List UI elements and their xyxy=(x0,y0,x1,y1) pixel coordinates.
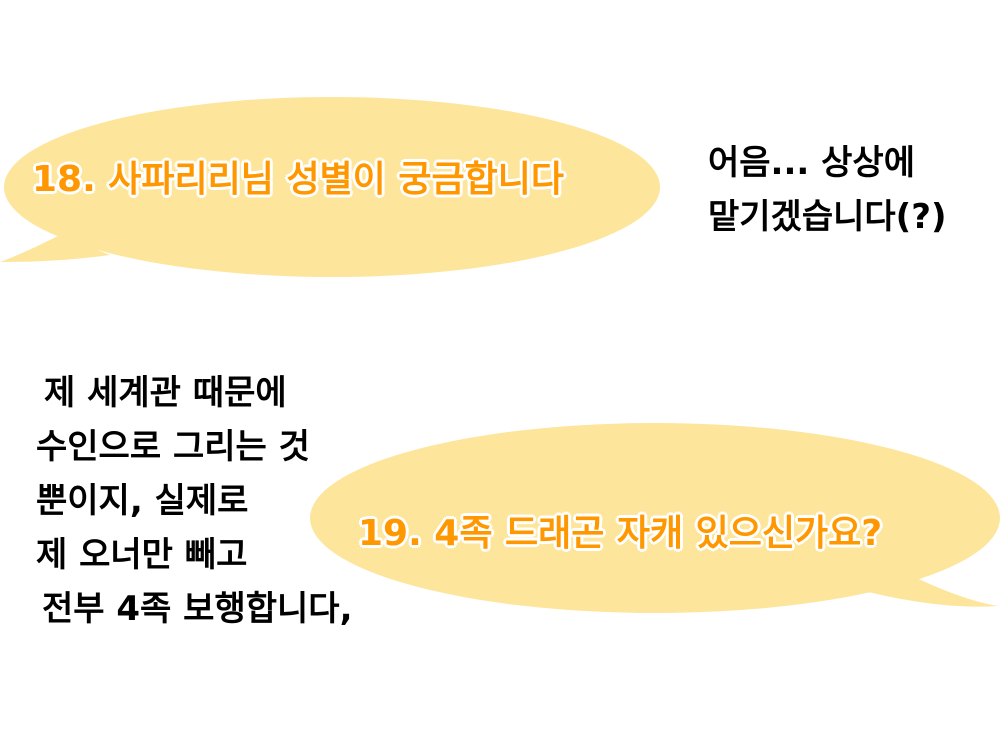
answer-18-line: 맡기겠습니다(?) xyxy=(708,197,947,237)
answer-19-line: 뿐이지, 실제로 xyxy=(36,481,249,521)
speech-bubble-q18 xyxy=(0,97,660,277)
answer-19-line: 수인으로 그리는 것 xyxy=(36,427,310,467)
answer-19-line: 전부 4족 보행합니다, xyxy=(42,589,353,629)
speech-bubble-q19 xyxy=(310,423,1000,613)
question-18: 18. 사파리리님 성별이 궁금합니다 xyxy=(32,159,564,200)
answer-19-line: 제 세계관 때문에 xyxy=(44,373,287,413)
question-19: 19. 4족 드래곤 자캐 있으신가요? xyxy=(358,513,883,554)
answer-19-line: 제 오너만 빼고 xyxy=(36,535,248,575)
answer-18-line: 어음... 상상에 xyxy=(708,143,915,183)
answer-19: 제 세계관 때문에 수인으로 그리는 것 뿐이지, 실제로 제 오너만 빼고 전… xyxy=(36,366,353,636)
answer-18: 어음... 상상에 맡기겠습니다(?) xyxy=(708,136,946,244)
